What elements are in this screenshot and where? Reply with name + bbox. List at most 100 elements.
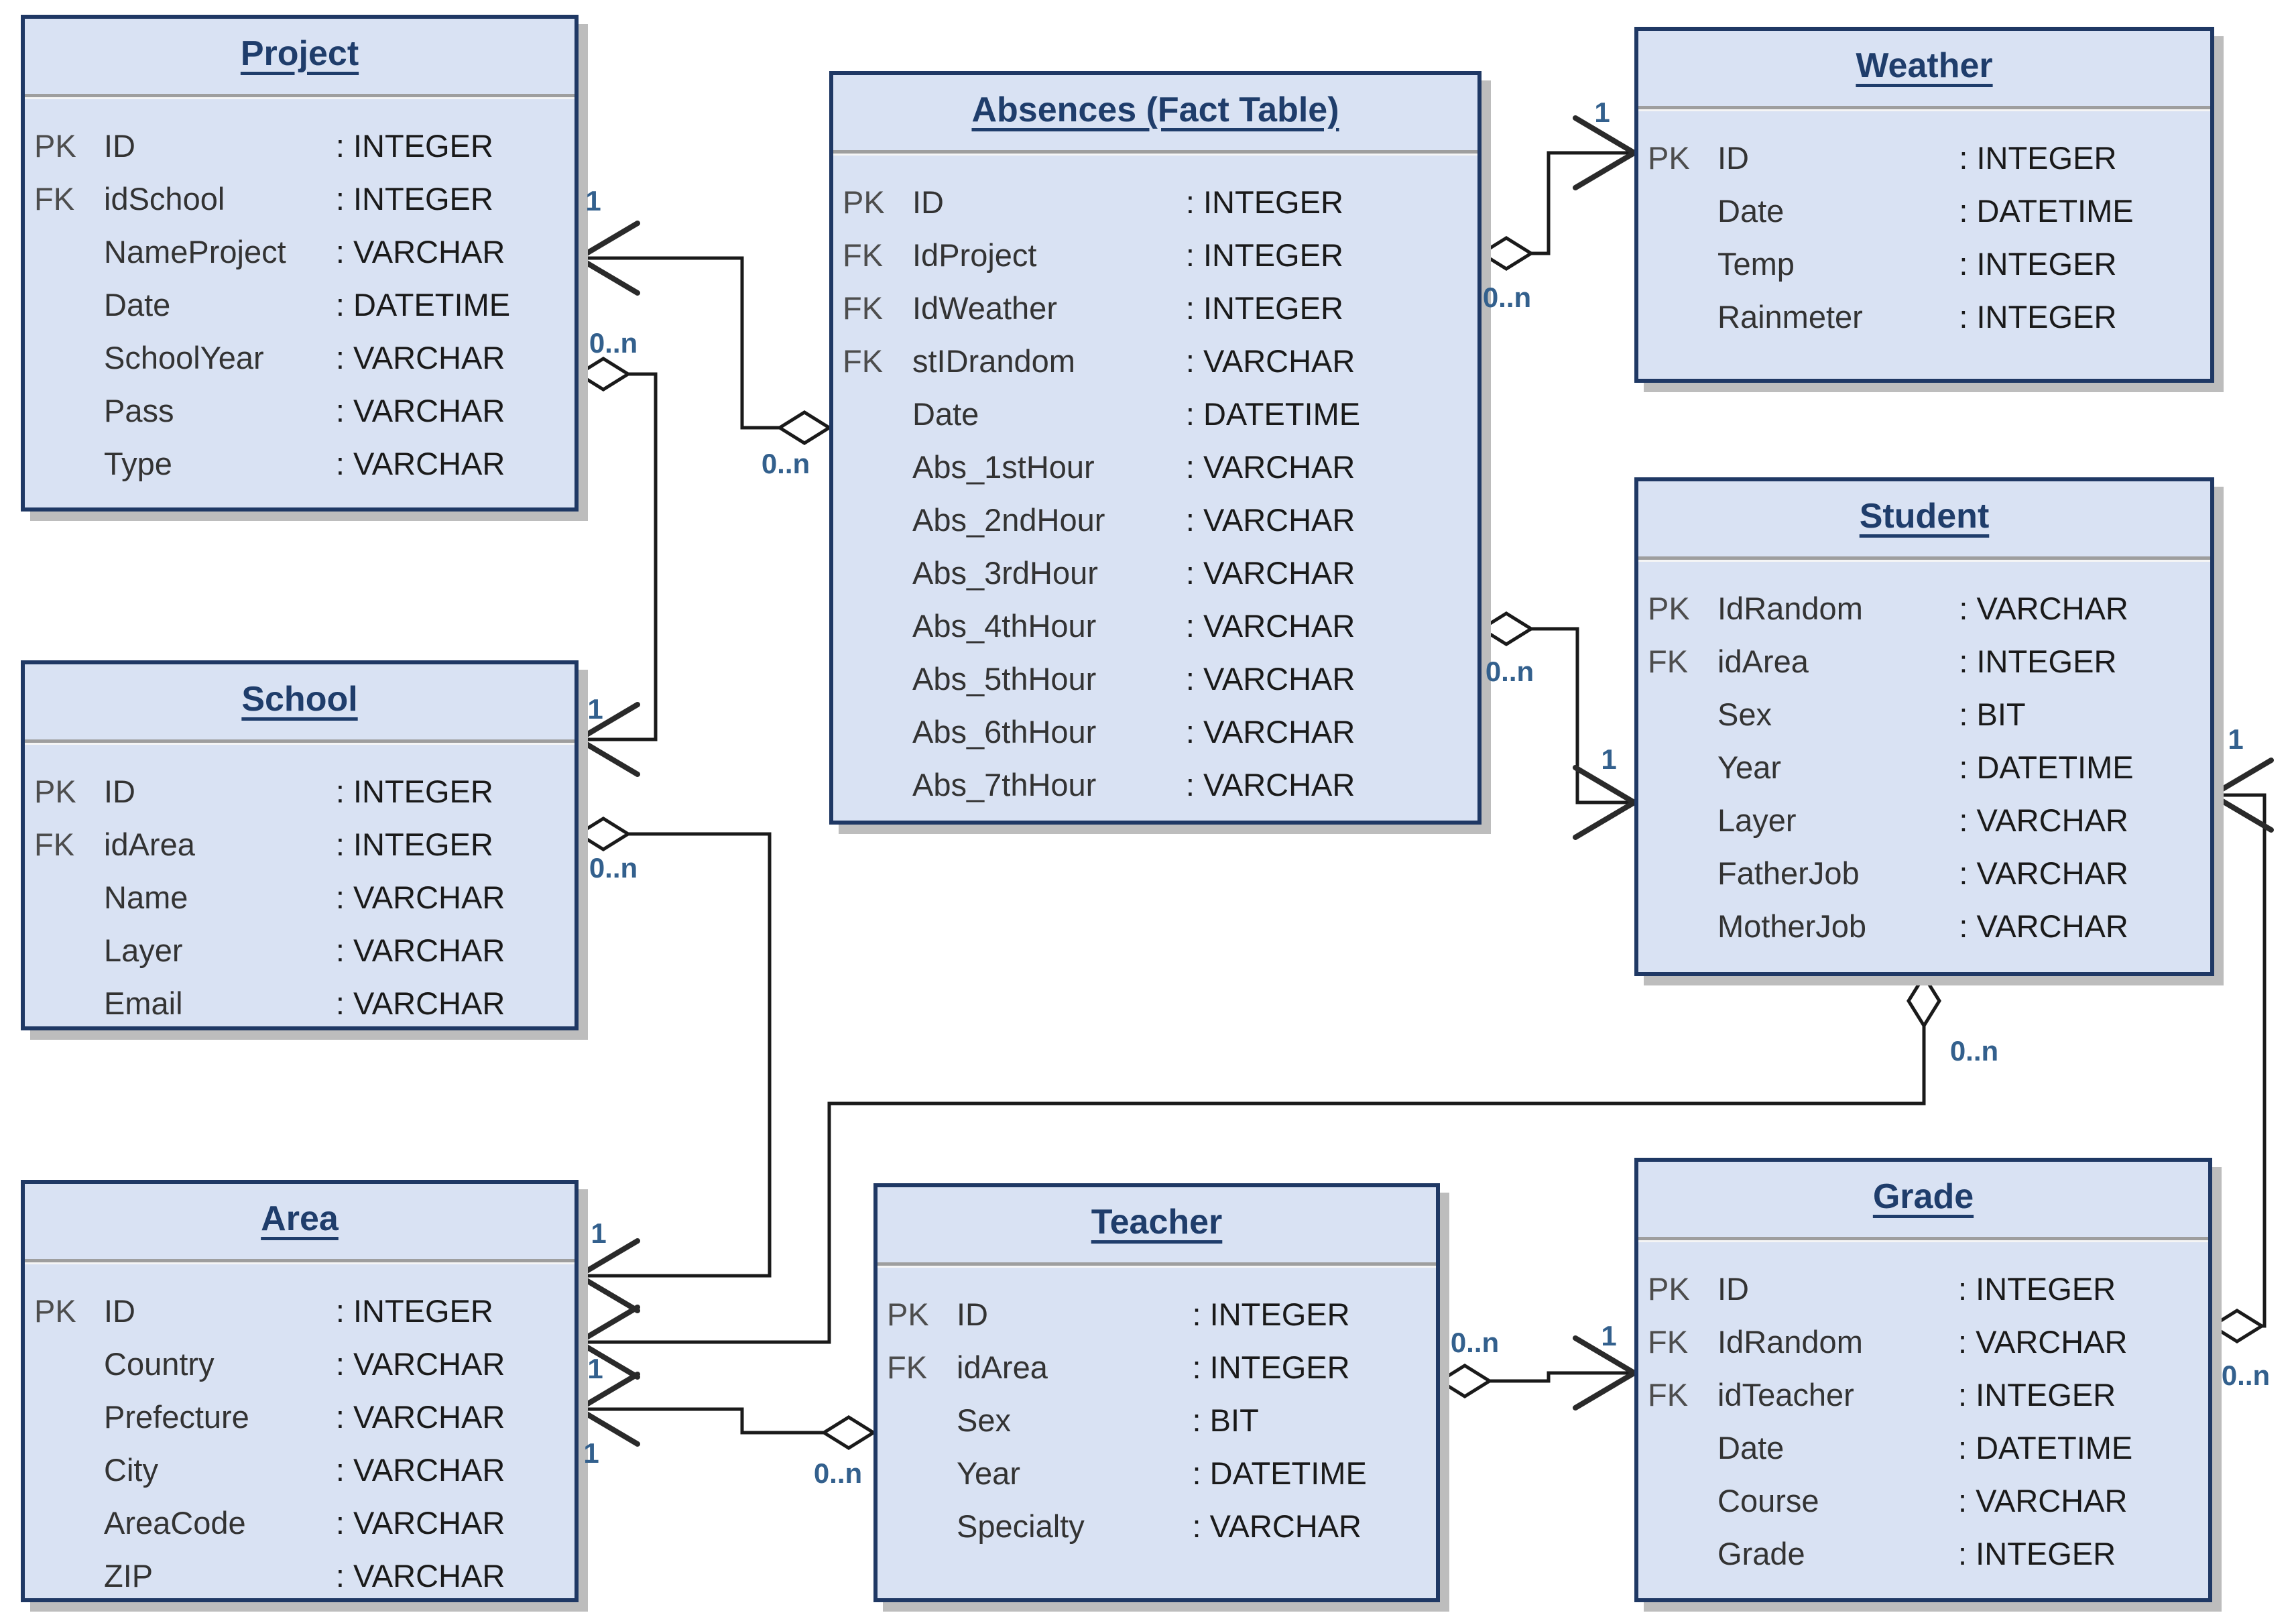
cardinality-label: 1: [1601, 743, 1617, 775]
attribute-type: : INTEGER: [335, 181, 493, 217]
attribute-row: PK ID : INTEGER: [25, 1284, 575, 1337]
attribute-type: : VARCHAR: [1958, 1483, 2128, 1518]
connector-school-area: [573, 817, 772, 1313]
attribute-name: Abs_3rdHour: [912, 555, 1098, 591]
cardinality-label: 1: [2228, 723, 2244, 755]
attribute-name: idArea: [104, 827, 195, 862]
attribute-row: Layer: VARCHAR: [25, 924, 575, 977]
attribute-row: PK ID : INTEGER: [1638, 131, 2210, 184]
attribute-name: ID: [1717, 1271, 1749, 1307]
attribute-name: Date: [1717, 193, 1785, 229]
attribute-name: ID: [957, 1297, 988, 1332]
cardinality-label: 0..n: [1482, 282, 1532, 313]
attribute-name: ID: [1717, 140, 1749, 176]
entity-student-title: Student: [1859, 497, 1990, 536]
connector-teacher-area: [573, 1372, 877, 1450]
attribute-type: : DATETIME: [1185, 396, 1361, 432]
attribute-name: Date: [912, 396, 979, 432]
attribute-type: : VARCHAR: [335, 393, 505, 428]
attribute-type: : INTEGER: [1959, 299, 2117, 335]
attribute-type: : DATETIME: [335, 287, 511, 322]
attribute-row: Abs_1stHour: VARCHAR: [833, 440, 1477, 493]
cardinality-label: 0..n: [1450, 1327, 1500, 1358]
attribute-key-flag: PK: [1648, 1271, 1690, 1307]
cardinality-label: 1: [587, 693, 603, 725]
cardinality-label: 0..n: [761, 448, 810, 479]
attribute-type: : VARCHAR: [335, 1346, 505, 1382]
attribute-row: Name: VARCHAR: [25, 871, 575, 924]
attribute-row: Sex: BIT: [1638, 688, 2210, 741]
attribute-type: : VARCHAR: [1959, 908, 2128, 944]
cardinality-label: 1: [1601, 1320, 1617, 1352]
attribute-type: : INTEGER: [1959, 140, 2117, 176]
attribute-type: : VARCHAR: [335, 1505, 505, 1541]
crowfoot-one-icon: [573, 1238, 640, 1313]
attribute-row: Grade : INTEGER: [1638, 1527, 2208, 1580]
title-separator: [25, 94, 575, 99]
attribute-type: : INTEGER: [335, 1293, 493, 1329]
attribute-type: : VARCHAR: [335, 1399, 505, 1435]
attribute-name: idTeacher: [1717, 1377, 1854, 1413]
title-separator: [833, 150, 1477, 156]
diamond-many-icon: [1478, 611, 1534, 646]
diamond-many-icon: [1907, 973, 1941, 1029]
attribute-row: Specialty: VARCHAR: [878, 1500, 1436, 1553]
connector-line: [2212, 793, 2267, 1328]
attribute-row: Year: DATETIME: [878, 1447, 1436, 1500]
attribute-name: ID: [104, 774, 135, 809]
attribute-type: : INTEGER: [1958, 1271, 2116, 1307]
attribute-type: : INTEGER: [1958, 1536, 2116, 1571]
connector-line: [579, 1407, 873, 1435]
attribute-row: Temp: INTEGER: [1638, 237, 2210, 290]
attribute-name: Date: [1717, 1430, 1785, 1465]
attribute-name: IdProject: [912, 237, 1037, 273]
attribute-name: ID: [104, 1293, 135, 1329]
cardinality-label: 0..n: [1485, 656, 1534, 687]
attribute-row: NameProject: VARCHAR: [25, 225, 575, 278]
attribute-row: Date : DATETIME: [833, 387, 1477, 440]
attribute-name: Name: [104, 880, 188, 915]
attribute-type: : VARCHAR: [1185, 555, 1355, 591]
diamond-many-icon: [2209, 1309, 2265, 1343]
entity-grade-title: Grade: [1872, 1177, 1974, 1216]
attribute-name: Abs_5thHour: [912, 661, 1097, 697]
attribute-name: NameProject: [104, 234, 286, 269]
attribute-name: Abs_7thHour: [912, 767, 1097, 802]
attribute-row: Year: DATETIME: [1638, 741, 2210, 794]
crowfoot-one-icon: [1573, 765, 1640, 840]
diamond-many-icon: [1478, 236, 1534, 271]
attribute-name: Abs_4thHour: [912, 608, 1097, 644]
entity-school-title: School: [241, 680, 358, 719]
entity-teacher-title: Teacher: [1091, 1203, 1223, 1242]
attribute-name: Date: [104, 287, 171, 322]
attribute-type: : INTEGER: [1185, 184, 1343, 220]
crowfoot-one-icon: [2207, 758, 2274, 833]
attribute-key-flag: PK: [34, 1293, 76, 1329]
attribute-type: : INTEGER: [335, 774, 493, 809]
attribute-type: : VARCHAR: [1185, 502, 1355, 538]
attribute-name: Grade: [1717, 1536, 1805, 1571]
attribute-name: Sex: [1717, 697, 1772, 732]
attribute-key-flag: FK: [843, 237, 884, 273]
attribute-name: MotherJob: [1717, 908, 1867, 944]
cardinality-label: 0..n: [2221, 1360, 2271, 1391]
attribute-name: IdRandom: [1717, 591, 1863, 626]
attribute-key-flag: PK: [34, 774, 76, 809]
attribute-name: Layer: [1717, 802, 1797, 838]
attribute-key-flag: PK: [1648, 140, 1690, 176]
diamond-many-icon: [575, 357, 631, 392]
attribute-type: : VARCHAR: [1959, 855, 2128, 891]
